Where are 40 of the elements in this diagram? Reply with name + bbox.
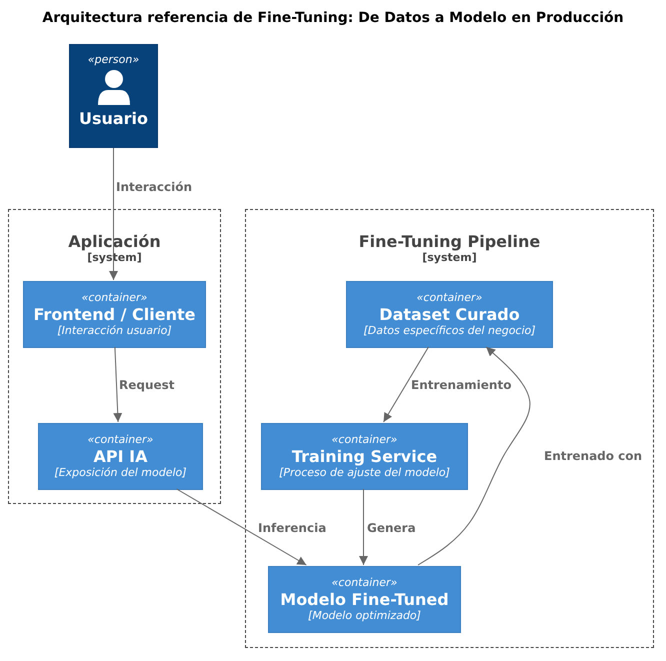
edge-label: Inferencia — [257, 521, 328, 535]
container-box — [261, 423, 468, 490]
container-box — [38, 423, 203, 490]
container-box — [23, 281, 206, 348]
arrow — [176, 488, 307, 566]
container-name: Training Service — [290, 447, 438, 466]
container-name: Modelo Fine-Tuned — [279, 590, 450, 609]
container-name: Frontend / Cliente — [32, 305, 196, 324]
boundary-type: [system] — [422, 251, 477, 264]
system-boundary — [8, 209, 221, 504]
edge-label: Interacción — [115, 180, 194, 194]
container-name: API IA — [92, 447, 148, 466]
technology-label: [Datos específicos del negocio] — [362, 324, 537, 338]
arrow — [383, 346, 429, 422]
edge-label: Entrenado con — [543, 449, 644, 463]
stereotype-label: «person» — [86, 53, 140, 67]
stereotype-label: «container» — [80, 291, 148, 305]
system-boundary — [245, 209, 654, 648]
person-box — [69, 44, 158, 148]
stereotype-label: «container» — [330, 576, 398, 590]
arrow — [113, 346, 122, 422]
edge-label: Genera — [366, 521, 417, 535]
person-name: Usuario — [78, 109, 150, 128]
technology-label: [Modelo optimizado] — [307, 609, 422, 623]
edge-label: Request — [118, 378, 176, 392]
technology-label: [Proceso de ajuste del modelo] — [278, 466, 451, 480]
container-box — [346, 281, 553, 348]
arrow — [109, 148, 118, 280]
boundary-title: Fine-Tuning Pipeline — [358, 232, 540, 251]
container-box — [268, 566, 461, 633]
technology-label: [Interacción usuario] — [56, 324, 173, 338]
diagram-title: Arquitectura referencia de Fine-Tuning: De Datos a Modelo en Producción — [41, 10, 625, 26]
stereotype-label: «container» — [86, 433, 154, 447]
arrow — [359, 488, 368, 566]
stereotype-label: «container» — [330, 433, 398, 447]
container-name: Dataset Curado — [378, 305, 521, 324]
technology-label: [Exposición del modelo] — [53, 466, 188, 480]
arrow — [418, 346, 530, 566]
stereotype-label: «container» — [416, 291, 484, 305]
edge-label: Entrenamiento — [410, 378, 512, 392]
